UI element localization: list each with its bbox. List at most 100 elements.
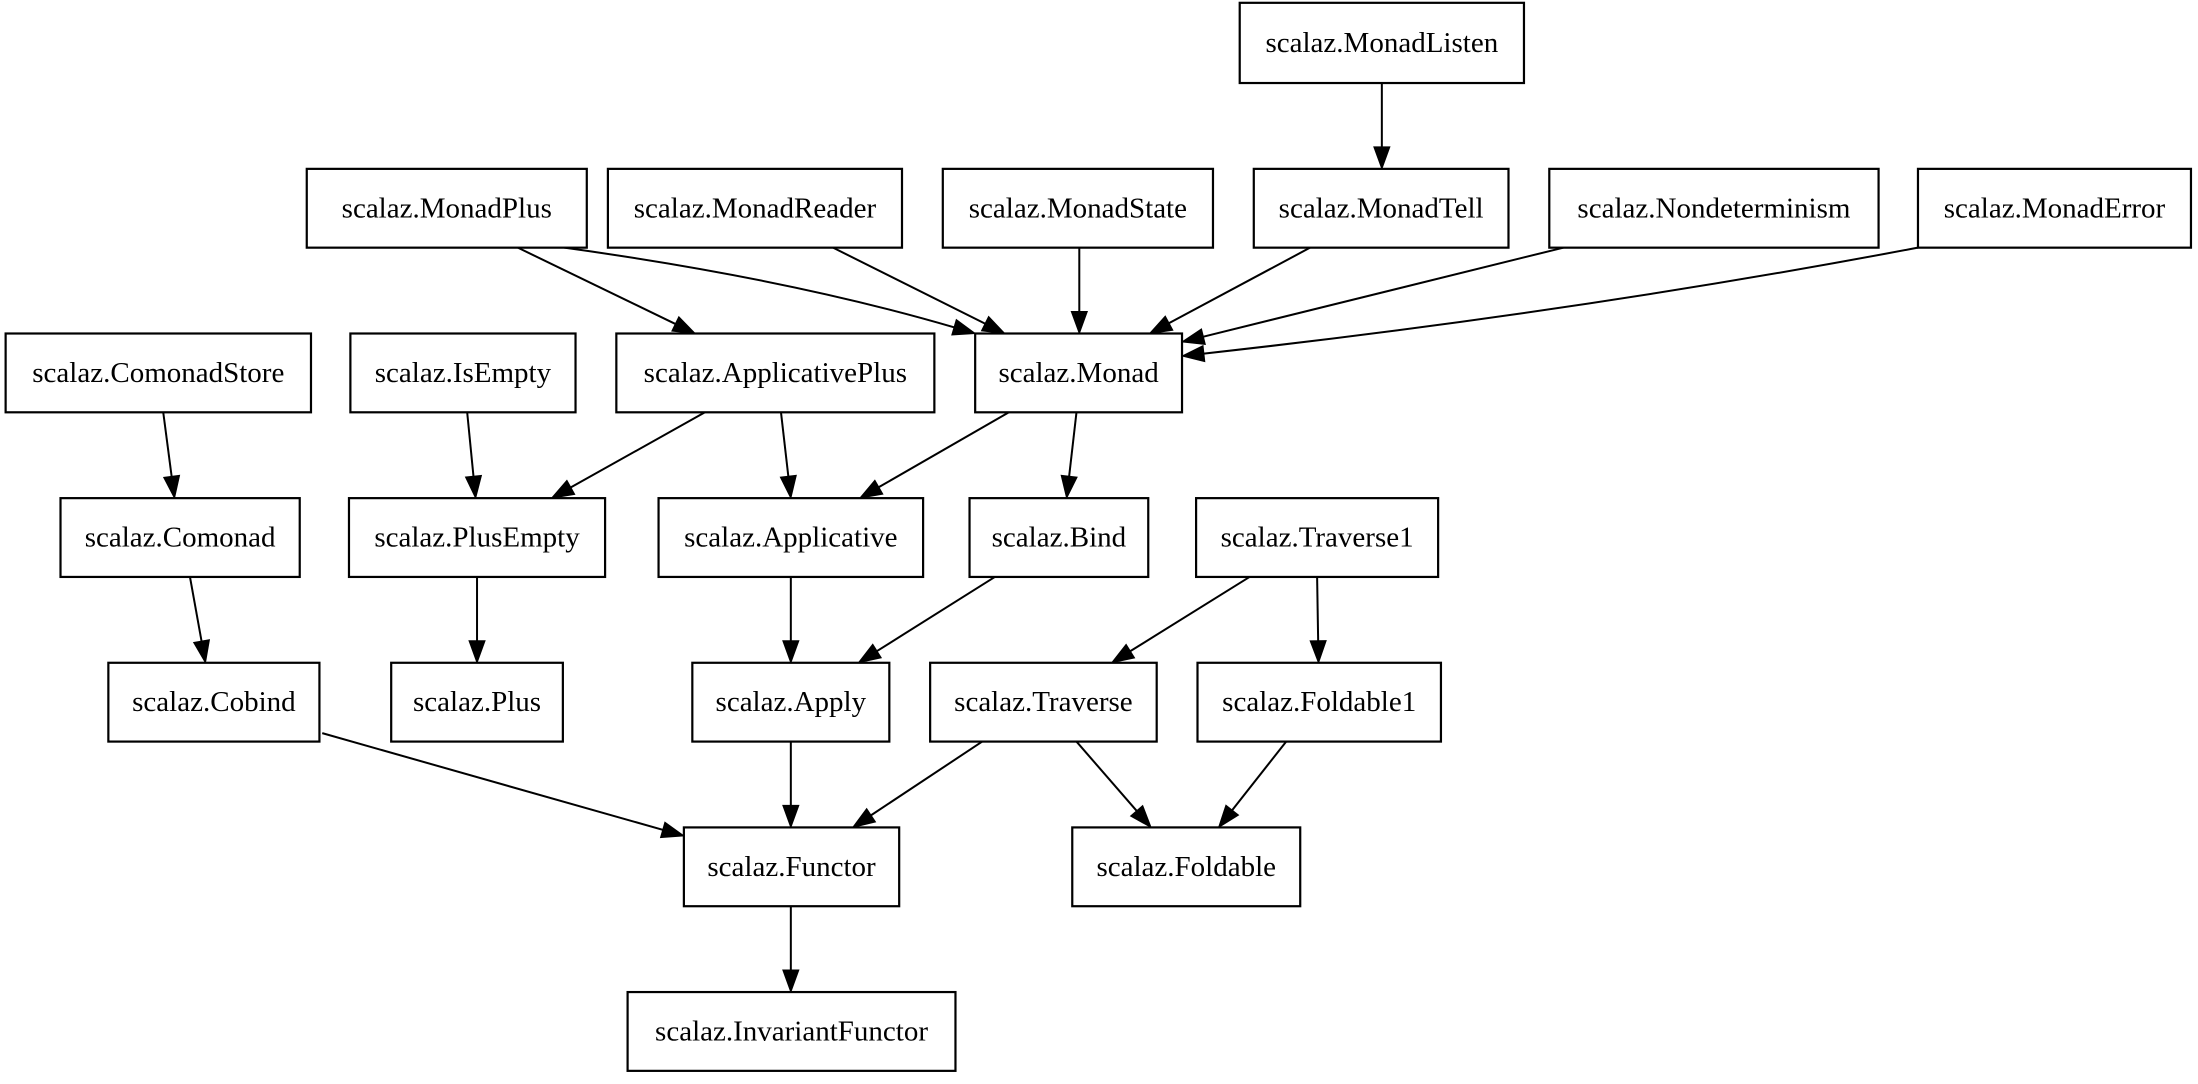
node-label: scalaz.InvariantFunctor — [655, 1015, 928, 1047]
edge-traverse1-to-foldable1 — [1309, 576, 1327, 665]
edge-line — [1168, 246, 1311, 325]
node-label: scalaz.MonadReader — [634, 192, 877, 224]
arrowhead-icon — [782, 969, 800, 994]
node-box — [941, 167, 1215, 249]
node-box — [657, 497, 925, 579]
arrowhead-icon — [857, 643, 883, 664]
edge-line — [564, 246, 955, 329]
edge-line — [779, 412, 790, 477]
node-box — [626, 990, 957, 1072]
arrowhead-icon — [779, 474, 797, 500]
node-box — [349, 332, 577, 414]
node-label: scalaz.MonadPlus — [342, 192, 552, 224]
edge-line — [321, 732, 663, 831]
arrowhead-icon — [980, 315, 1007, 335]
node-label: scalaz.PlusEmpty — [374, 522, 580, 554]
arrowhead-icon — [1217, 804, 1240, 829]
edge-line — [1231, 740, 1287, 811]
edge-monadreader-to-monad — [832, 246, 1007, 335]
node-label: scalaz.Plus — [413, 686, 541, 718]
node-label: scalaz.Foldable1 — [1222, 686, 1416, 718]
node-box — [59, 497, 301, 579]
edge-applicativeplus-to-plusempty — [550, 411, 706, 499]
edge-comonad-to-cobind — [188, 576, 211, 665]
edge-apply-to-functor — [782, 741, 800, 829]
arrowhead-icon — [951, 318, 977, 336]
node-monadstate: scalaz.MonadState — [941, 167, 1215, 249]
node-label: scalaz.Bind — [992, 522, 1127, 554]
edge-line — [1068, 412, 1078, 477]
edge-line — [870, 740, 983, 817]
edge-functor-to-invariantfunctor — [782, 906, 800, 994]
edge-monadplus-to-applicativeplus — [517, 246, 697, 335]
edge-line — [570, 411, 706, 489]
edge-comonadstore-to-comonad — [162, 412, 181, 500]
arrowhead-icon — [1180, 328, 1206, 346]
node-label: scalaz.Traverse — [954, 686, 1133, 718]
node-box — [1916, 167, 2193, 249]
node-box — [4, 332, 313, 414]
node-label: scalaz.MonadError — [1944, 192, 2166, 224]
node-box — [1238, 1, 1526, 85]
edge-line — [162, 412, 173, 477]
edge-line — [878, 411, 1010, 489]
edge-line — [1203, 246, 1919, 355]
edge-line — [876, 576, 996, 652]
edge-nondeterminism-to-monad — [1180, 246, 1564, 346]
arrowhead-icon — [550, 479, 576, 499]
node-box — [606, 167, 904, 249]
node-monaderror: scalaz.MonadError — [1916, 167, 2193, 249]
node-label: scalaz.Apply — [716, 686, 867, 718]
arrowhead-icon — [782, 804, 800, 829]
node-box — [347, 497, 607, 579]
node-box — [1196, 661, 1443, 743]
node-label: scalaz.MonadState — [969, 192, 1187, 224]
arrowhead-icon — [782, 640, 800, 665]
arrowhead-icon — [858, 479, 884, 499]
arrowhead-icon — [192, 639, 211, 665]
arrowhead-icon — [1129, 804, 1153, 829]
node-label: scalaz.Comonad — [85, 522, 276, 554]
node-foldable1: scalaz.Foldable1 — [1196, 661, 1443, 743]
edge-monadlisten-to-monadtell — [1373, 83, 1391, 171]
edge-plusempty-to-plus — [468, 576, 486, 665]
edge-isempty-to-plusempty — [464, 412, 483, 500]
node-label: scalaz.Cobind — [132, 686, 296, 718]
node-applicativeplus: scalaz.ApplicativePlus — [615, 332, 936, 414]
edge-monadtell-to-monad — [1148, 246, 1311, 335]
edge-monad-to-applicative — [858, 411, 1010, 499]
arrowhead-icon — [659, 821, 686, 839]
node-monadtell: scalaz.MonadTell — [1252, 167, 1510, 249]
edge-line — [1316, 576, 1320, 641]
node-label: scalaz.Foldable — [1096, 851, 1276, 883]
edge-monadplus-to-monad — [564, 246, 977, 336]
arrowhead-icon — [1070, 310, 1089, 335]
node-foldable: scalaz.Foldable — [1071, 826, 1302, 908]
node-label: scalaz.Traverse1 — [1221, 522, 1414, 554]
node-monadlisten: scalaz.MonadListen — [1238, 1, 1526, 85]
edges-layer — [162, 83, 1919, 994]
edge-line — [188, 576, 203, 642]
arrowhead-icon — [1180, 344, 1206, 363]
edge-cobind-to-functor — [321, 732, 686, 839]
node-label: scalaz.Monad — [998, 357, 1159, 389]
edge-monadstate-to-monad — [1070, 247, 1089, 335]
arrowhead-icon — [464, 474, 483, 500]
node-box — [305, 167, 588, 249]
node-label: scalaz.ComonadStore — [32, 357, 284, 389]
arrowhead-icon — [851, 807, 877, 829]
arrowhead-icon — [162, 474, 181, 500]
node-applicative: scalaz.Applicative — [657, 497, 925, 579]
node-plus: scalaz.Plus — [390, 661, 564, 743]
node-label: scalaz.IsEmpty — [375, 357, 552, 389]
node-plusempty: scalaz.PlusEmpty — [347, 497, 607, 579]
node-box — [1252, 167, 1510, 249]
node-box — [968, 497, 1150, 579]
node-apply: scalaz.Apply — [691, 661, 891, 743]
edge-line — [1075, 740, 1138, 812]
edge-foldable1-to-foldable — [1217, 740, 1287, 829]
node-box — [682, 826, 901, 908]
edge-line — [1129, 576, 1251, 653]
node-box — [390, 661, 564, 743]
